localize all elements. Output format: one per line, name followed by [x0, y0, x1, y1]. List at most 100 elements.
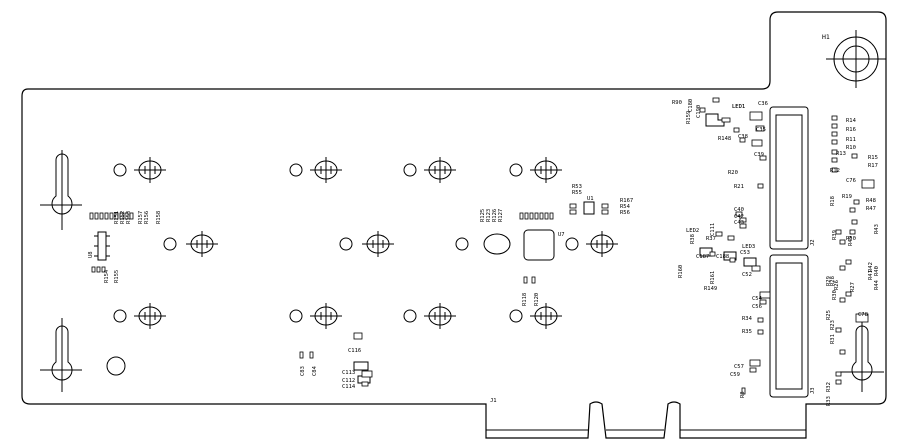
- pad: [835, 371, 842, 377]
- pad: [549, 212, 554, 220]
- pad: [101, 266, 106, 273]
- pad: [721, 117, 731, 123]
- designator-label: R160: [678, 265, 684, 278]
- pad: [89, 212, 94, 220]
- pad: [353, 332, 363, 340]
- oval-pads: [134, 157, 618, 329]
- pad: [835, 229, 842, 235]
- designator-label: C36: [758, 101, 768, 107]
- pad: [309, 351, 314, 359]
- designator-label: R153: [126, 211, 132, 224]
- designator-label: LED1: [732, 104, 745, 110]
- pad: [849, 207, 856, 213]
- round-holes: [106, 163, 579, 376]
- designator-label: R10: [846, 145, 856, 151]
- pad: [757, 329, 764, 335]
- pad: [831, 157, 838, 163]
- designator-label: C112: [342, 378, 355, 384]
- designator-label: C42: [734, 214, 744, 220]
- designator-label: R31: [830, 334, 836, 344]
- designator-label: R48: [866, 198, 876, 204]
- led3-label: LED3: [742, 244, 755, 250]
- pad: [845, 291, 852, 297]
- designator-label: R155: [114, 270, 120, 283]
- pad: [851, 219, 858, 225]
- designator-label: C188: [716, 254, 729, 260]
- pad: [751, 265, 761, 272]
- oval-pad: [186, 231, 218, 257]
- pad: [831, 149, 838, 155]
- designator-label: C116: [348, 348, 361, 354]
- pad: [727, 235, 735, 241]
- pad: [299, 351, 304, 359]
- designator-label: R18: [830, 196, 836, 206]
- designator-label: R167: [620, 198, 633, 204]
- designator-label: R34: [742, 316, 753, 322]
- pad: [839, 265, 846, 271]
- designator-label: R43: [874, 224, 880, 234]
- oval-pad: [362, 231, 394, 257]
- ic-u8: U8: [88, 231, 110, 261]
- pad: [712, 97, 720, 103]
- connector-j2: J2: [769, 106, 816, 250]
- designator-label: R56: [620, 210, 630, 216]
- pad: [831, 139, 838, 145]
- keyhole-mount-top-left: [40, 150, 82, 230]
- designator-label: C43: [734, 220, 744, 226]
- designator-label: R151: [114, 211, 120, 224]
- edge-connector-label: J1: [490, 398, 497, 404]
- designator-label: R16: [846, 127, 856, 133]
- pad: [861, 179, 875, 189]
- pad: [119, 212, 124, 220]
- oval-pad: [134, 157, 166, 183]
- designator-label: R53: [572, 184, 582, 190]
- designator-label: C180: [688, 99, 694, 112]
- pad: [114, 212, 119, 220]
- designator-label: R14: [846, 118, 857, 124]
- designator-label: C113: [342, 370, 355, 376]
- designator-label: R49: [848, 236, 854, 246]
- designator-label: R126: [492, 209, 498, 222]
- pad: [845, 259, 852, 265]
- pad: [855, 313, 869, 323]
- designator-label: C76: [846, 178, 856, 184]
- pad: [851, 153, 858, 159]
- designator-label: R11: [846, 137, 856, 143]
- pad: [759, 155, 767, 161]
- pad: [831, 167, 838, 173]
- designator-label: R55: [572, 190, 582, 196]
- pad: [759, 291, 771, 299]
- designator-label: R40: [874, 266, 880, 276]
- designator-label: R15: [868, 155, 878, 161]
- pad: [749, 367, 757, 373]
- designator-label: R54: [620, 204, 631, 210]
- pad: [96, 266, 101, 273]
- pad: [519, 212, 524, 220]
- led1-label: LED1: [732, 104, 745, 110]
- pad: [539, 212, 544, 220]
- designator-label: R12: [830, 168, 840, 174]
- mount-label: H1: [822, 33, 830, 41]
- board-outline: [21, 11, 887, 439]
- pad: [739, 217, 747, 223]
- pad: [853, 199, 860, 205]
- designator-label: C56: [752, 304, 762, 310]
- designator-label: C38: [738, 134, 748, 140]
- pad: [361, 381, 369, 387]
- designator-label: R32: [826, 382, 832, 392]
- designator-label: R25: [826, 310, 832, 320]
- designator-label: C190: [696, 105, 702, 118]
- connector-j3-label: J3: [810, 387, 816, 394]
- small-component-pads: [89, 97, 875, 395]
- pad: [569, 203, 577, 209]
- pad: [839, 297, 846, 303]
- designator-label: R125: [480, 209, 486, 222]
- designator-label: R156: [144, 211, 150, 224]
- designator-label: R27: [850, 282, 856, 292]
- designator-label: R154: [104, 269, 110, 283]
- pad: [544, 212, 549, 220]
- designator-label: R29: [826, 276, 832, 286]
- pad: [99, 212, 104, 220]
- designator-label: R120: [534, 293, 540, 306]
